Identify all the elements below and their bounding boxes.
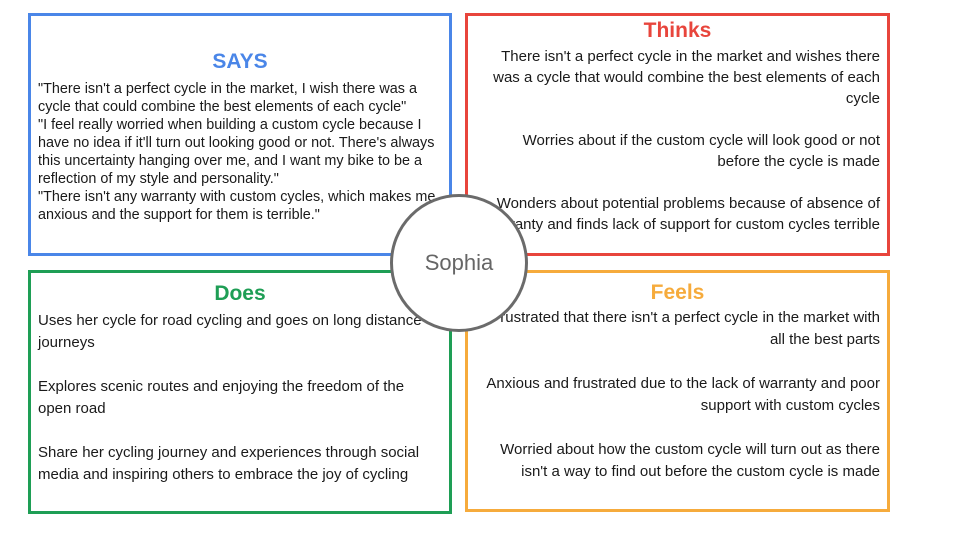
says-item: "I feel really worried when building a c… [38,117,435,187]
feels-quadrant: Feels Frustrated that there isn't a perf… [465,270,890,512]
thinks-quadrant: Thinks There isn't a perfect cycle in th… [465,13,890,256]
does-list: Uses her cycle for road cycling and goes… [38,310,439,486]
persona-name: Sophia [424,250,494,275]
does-quadrant: Does Uses her cycle for road cycling and… [28,270,452,514]
says-quadrant: SAYS "There isn't a perfect cycle in the… [28,13,452,256]
does-title: Does [214,282,266,305]
thinks-item: There isn't a perfect cycle in the marke… [493,48,880,107]
thinks-list: There isn't a perfect cycle in the marke… [476,46,880,235]
says-item: "There isn't any warranty with custom cy… [38,189,436,223]
says-list: "There isn't a perfect cycle in the mark… [38,80,441,224]
persona-circle: Sophia [390,194,528,332]
thinks-item: Wonders about potential problems because… [485,195,880,233]
feels-item: Worried about how the custom cycle will … [500,441,880,480]
thinks-title: Thinks [643,19,712,42]
feels-title: Feels [650,281,705,304]
does-item: Share her cycling journey and experience… [38,444,420,483]
feels-item: Anxious and frustrated due to the lack o… [486,375,880,414]
feels-item: Frustrated that there isn't a perfect cy… [491,309,880,348]
thinks-item: Worries about if the custom cycle will l… [522,132,880,170]
feels-list: Frustrated that there isn't a perfect cy… [478,307,880,483]
says-title: SAYS [212,50,268,73]
says-item: "There isn't a perfect cycle in the mark… [38,81,417,115]
does-item: Explores scenic routes and enjoying the … [38,378,405,417]
does-item: Uses her cycle for road cycling and goes… [38,312,422,351]
